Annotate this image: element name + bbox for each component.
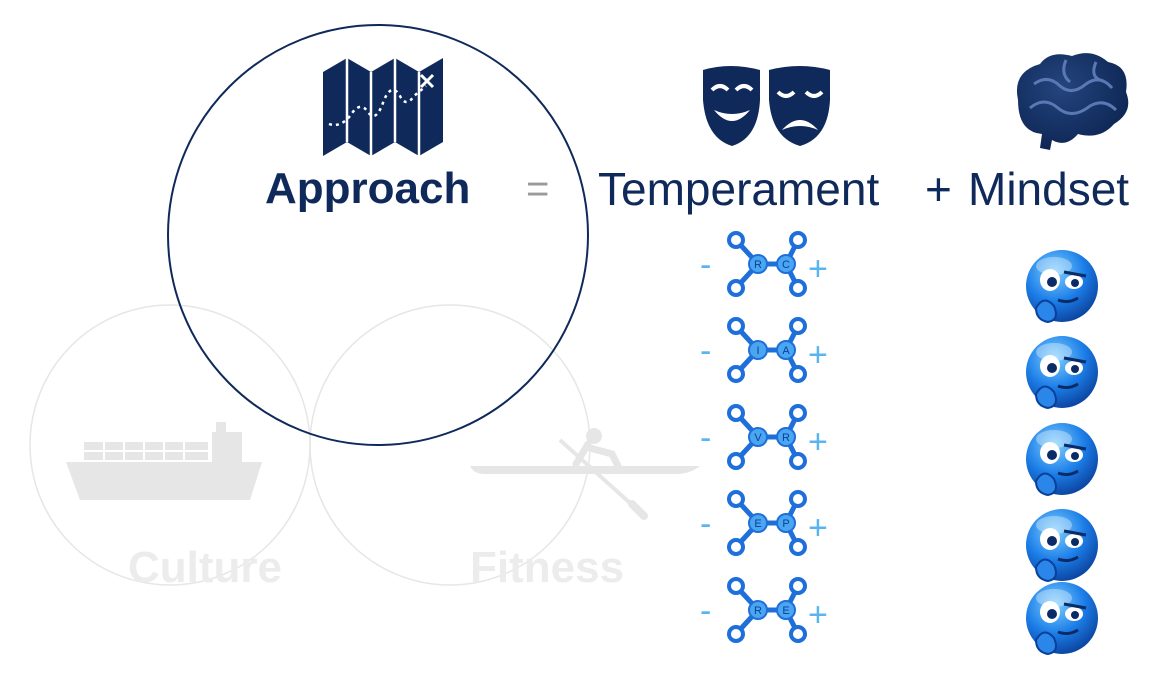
thinking-face-icon <box>1026 423 1098 495</box>
temperament-slider: I A - + <box>700 319 828 381</box>
fitness-label: Fitness <box>470 546 624 590</box>
slider-left-letter: E <box>754 518 761 530</box>
slider-end-node <box>729 233 743 247</box>
slider-minus: - <box>700 592 711 630</box>
slider-left-letter: V <box>754 432 762 444</box>
slider-right-letter: A <box>782 345 790 357</box>
slider-minus: - <box>700 332 711 370</box>
temperament-slider: V R - + <box>700 406 828 468</box>
slider-minus: - <box>700 246 711 284</box>
slider-end-node <box>791 454 805 468</box>
container-ship-icon <box>66 422 262 500</box>
brain-icon <box>1017 53 1128 150</box>
slider-end-node <box>729 492 743 506</box>
slider-minus: - <box>700 505 711 543</box>
equals-sign: = <box>526 169 549 209</box>
thinking-face-icon <box>1026 582 1098 654</box>
slider-end-node <box>791 406 805 420</box>
slider-end-node <box>791 579 805 593</box>
slider-right-letter: P <box>782 518 789 530</box>
slider-plus: + <box>808 509 828 547</box>
slider-right-letter: E <box>782 605 789 617</box>
culture-label: Culture <box>128 546 282 590</box>
temperament-slider: R E - + <box>700 579 828 641</box>
temperament-label: Temperament <box>598 166 879 212</box>
slider-end-node <box>791 540 805 554</box>
slider-end-node <box>791 233 805 247</box>
plus-sign: + <box>925 166 952 212</box>
slider-end-node <box>791 367 805 381</box>
slider-left-letter: R <box>754 605 762 617</box>
slider-plus: + <box>808 596 828 634</box>
rowing-boat-icon <box>470 428 700 516</box>
approach-label: Approach <box>265 167 470 211</box>
slider-end-node <box>729 281 743 295</box>
slider-end-node <box>791 281 805 295</box>
slider-right-letter: C <box>782 259 790 271</box>
slider-end-node <box>729 454 743 468</box>
slider-end-node <box>729 367 743 381</box>
temperament-slider: E P - + <box>700 492 828 554</box>
temperament-slider: R C - + <box>700 233 828 295</box>
slider-end-node <box>729 406 743 420</box>
slider-end-node <box>729 579 743 593</box>
slider-end-node <box>791 319 805 333</box>
slider-plus: + <box>808 423 828 461</box>
slider-plus: + <box>808 250 828 288</box>
slider-left-letter: R <box>754 259 762 271</box>
slider-end-node <box>791 627 805 641</box>
slider-end-node <box>729 627 743 641</box>
slider-right-letter: R <box>782 432 790 444</box>
slider-plus: + <box>808 336 828 374</box>
slider-minus: - <box>700 419 711 457</box>
thinking-face-icon <box>1026 250 1098 322</box>
slider-end-node <box>729 319 743 333</box>
slider-end-node <box>729 540 743 554</box>
thinking-face-icon <box>1026 509 1098 581</box>
map-icon <box>323 58 443 156</box>
theater-masks-icon <box>703 66 830 146</box>
slider-left-letter: I <box>756 345 759 357</box>
slider-end-node <box>791 492 805 506</box>
mindset-label: Mindset <box>968 166 1129 212</box>
thinking-face-icon <box>1026 336 1098 408</box>
